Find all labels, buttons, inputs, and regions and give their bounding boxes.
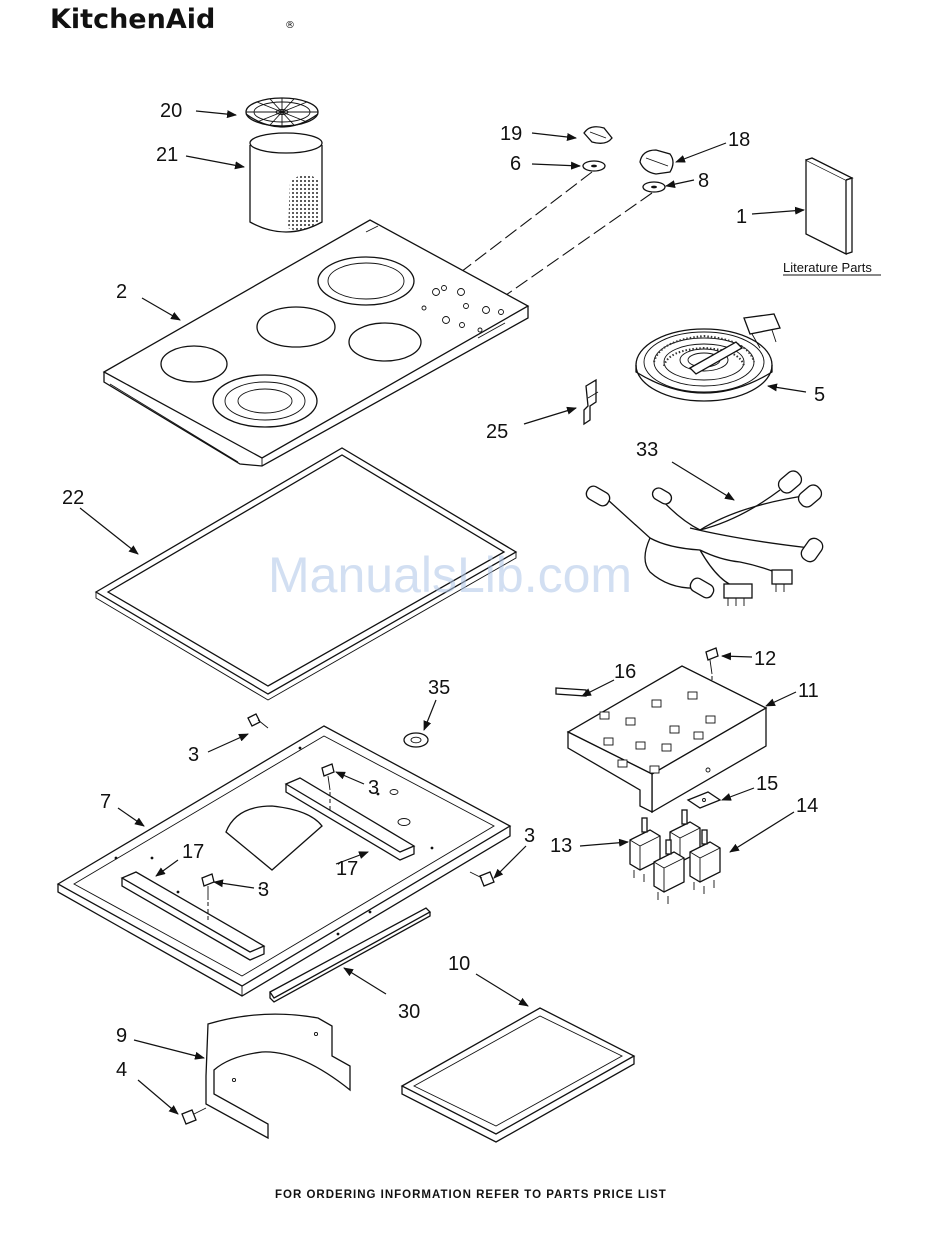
- watermark: ManualsLib.com: [268, 547, 632, 603]
- part-7-base-pan: [58, 726, 510, 996]
- callout-5: 5: [814, 384, 825, 406]
- literature-parts-label: Literature Parts: [783, 260, 872, 275]
- callout-20: 20: [160, 100, 182, 122]
- callout-19: 19: [500, 123, 522, 145]
- callout-12: 12: [754, 648, 776, 670]
- callout-30: 30: [398, 1001, 420, 1023]
- callout-22: 22: [62, 487, 84, 509]
- callout-17a: 17: [182, 841, 204, 863]
- assembly-line-knob-right: [486, 193, 652, 309]
- callout-21: 21: [156, 144, 178, 166]
- part-20-grille: [246, 98, 318, 127]
- part-8-washer: [643, 182, 665, 192]
- part-16-strip: [556, 688, 586, 696]
- part-15-plate: [688, 792, 720, 808]
- callout-18: 18: [728, 129, 750, 151]
- callout-25: 25: [486, 421, 508, 443]
- callout-8: 8: [698, 170, 709, 192]
- callout-9: 9: [116, 1025, 127, 1047]
- callout-3d: 3: [258, 879, 269, 901]
- callout-4: 4: [116, 1059, 127, 1081]
- part-25-clip: [584, 380, 598, 424]
- callout-13: 13: [550, 835, 572, 857]
- part-35-grommet: [404, 733, 428, 747]
- part-5-element: [636, 314, 780, 401]
- part-3-screw-a: [248, 714, 268, 728]
- callout-1: 1: [736, 206, 747, 228]
- part-9-duct: [206, 1014, 350, 1138]
- part-3-screw-c: [470, 872, 494, 886]
- callout-3a: 3: [188, 744, 199, 766]
- callout-7: 7: [100, 791, 111, 813]
- part-2-cooktop: [104, 220, 528, 466]
- part-6-washer: [583, 161, 605, 171]
- callout-17b: 17: [336, 858, 358, 880]
- callout-3c: 3: [524, 825, 535, 847]
- callout-11: 11: [798, 680, 819, 702]
- part-21-filter: [250, 133, 322, 232]
- callout-15: 15: [756, 773, 778, 795]
- callout-3b: 3: [368, 777, 379, 799]
- callout-14: 14: [796, 795, 818, 817]
- callout-16: 16: [614, 661, 636, 683]
- callout-6: 6: [510, 153, 521, 175]
- callout-2: 2: [116, 281, 127, 303]
- part-18-knob: [640, 150, 673, 174]
- brand-logo: KitchenAid: [50, 4, 215, 35]
- callout-33: 33: [636, 439, 658, 461]
- part-1-literature: [806, 158, 852, 254]
- part-4-screw: [182, 1108, 206, 1124]
- part-13-14-switches: [630, 810, 720, 904]
- callout-35: 35: [428, 677, 450, 699]
- part-10-tray: [402, 1008, 634, 1142]
- footer-note: FOR ORDERING INFORMATION REFER TO PARTS …: [275, 1189, 667, 1201]
- brand-registered-mark: ®: [285, 20, 295, 31]
- part-19-knob-cap: [584, 127, 612, 144]
- callout-10: 10: [448, 953, 470, 975]
